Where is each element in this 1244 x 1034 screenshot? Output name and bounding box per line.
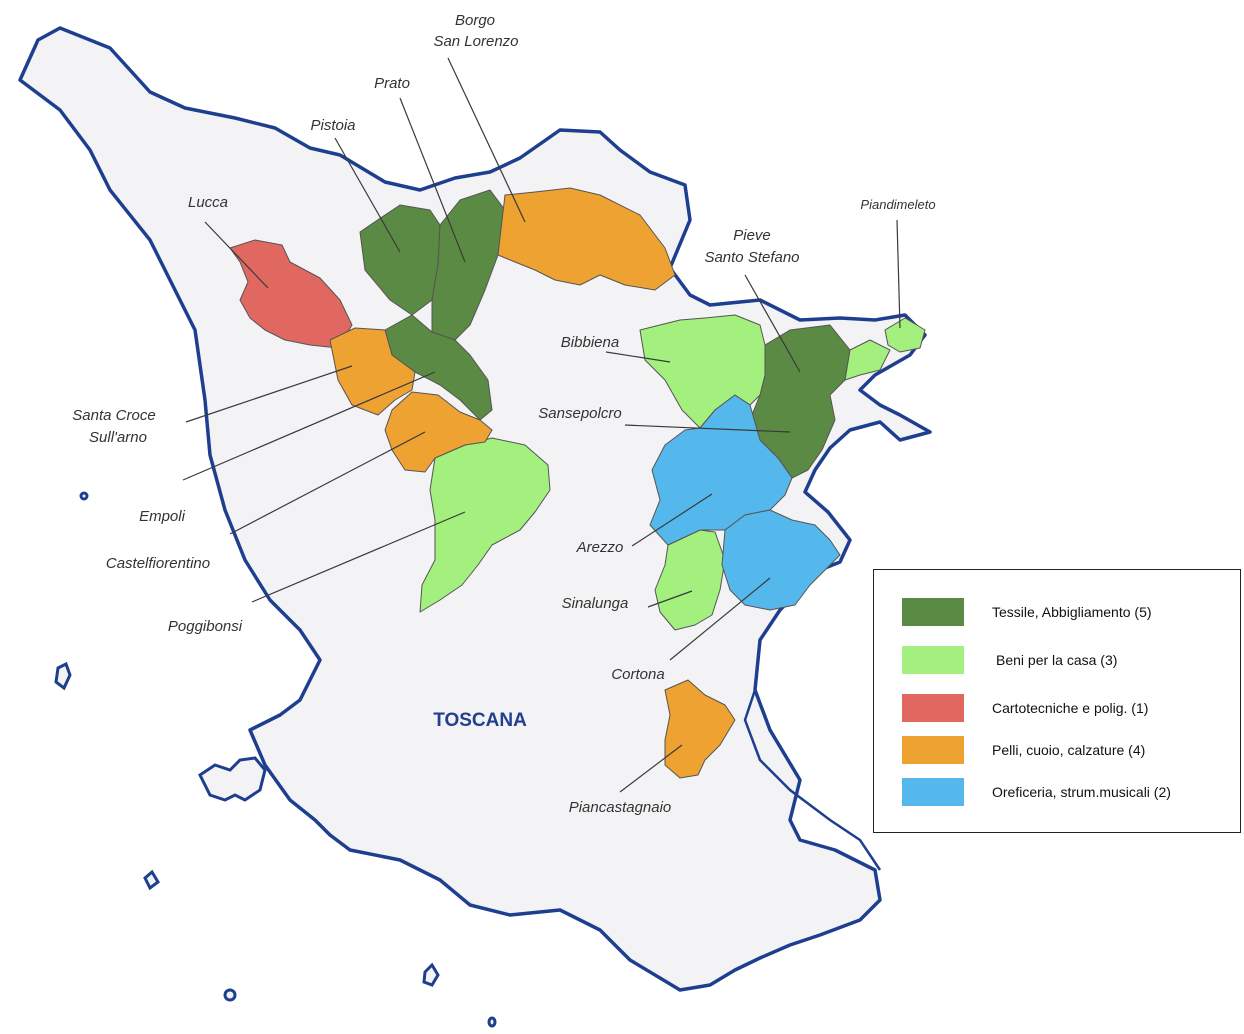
leader-sansepolcro [624, 424, 791, 433]
label-sull-arno: Sull'arno [89, 429, 147, 446]
district-prato [431, 189, 506, 341]
legend-label-tessile: Tessile, Abbigliamento (5) [992, 604, 1152, 620]
legend-item-casa: Beni per la casa (3) [902, 646, 1117, 674]
label-sinalunga: Sinalunga [562, 595, 629, 612]
leader-arezzo [631, 493, 713, 547]
district-bibbiena [639, 314, 766, 429]
legend-swatch-orefic [902, 778, 964, 806]
label-pistoia: Pistoia [310, 117, 355, 134]
legend-label-carto: Cartotecniche e polig. (1) [992, 700, 1149, 716]
label-empoli: Empoli [139, 508, 186, 525]
district-arezzo [649, 394, 793, 546]
legend-label-orefic: Oreficeria, strum.musicali (2) [992, 784, 1171, 800]
label-piandimeleto: Piandimeleto [860, 197, 935, 212]
label-lucca: Lucca [188, 194, 228, 211]
leader-bibbiena [605, 351, 671, 363]
label-poggibonsi: Poggibonsi [168, 618, 243, 635]
leader-borgo [447, 57, 526, 223]
leader-lucca [204, 221, 269, 289]
label-santa-croce: Santa Croce [72, 407, 155, 424]
island-giannutri [487, 1016, 497, 1028]
island-pianosa [143, 869, 160, 891]
leader-pieve [744, 274, 801, 373]
label-arezzo: Arezzo [576, 539, 624, 556]
district-lucca [229, 239, 353, 349]
label-piancastagnaio: Piancastagnaio [569, 799, 672, 816]
label-sansepolcro: Sansepolcro [538, 405, 621, 422]
legend-swatch-tessile [902, 598, 964, 626]
district-poggibonsi [419, 437, 551, 613]
legend-label-pelli: Pelli, cuoio, calzature (4) [992, 742, 1146, 758]
label-prato: Prato [374, 75, 410, 92]
legend-label-casa: Beni per la casa (3) [996, 652, 1118, 668]
district-borgo-san-lorenzo [497, 187, 676, 291]
district-piandimeleto [884, 317, 926, 353]
district-pieve-santo-stefano [749, 324, 851, 479]
leader-pistoia [334, 137, 401, 253]
leader-santa-croce [185, 365, 353, 423]
leader-poggibonsi [251, 511, 466, 603]
district-cortona [721, 509, 841, 611]
district-sinalunga [654, 529, 726, 631]
leader-prato [399, 97, 466, 263]
label-cortona: Cortona [611, 666, 664, 683]
label-pieve: Pieve [733, 227, 771, 244]
leader-piancastagnaio [619, 744, 683, 793]
legend-item-carto: Cartotecniche e polig. (1) [902, 694, 1148, 722]
label-bibbiena: Bibbiena [561, 334, 619, 351]
legend-swatch-pelli [902, 736, 964, 764]
island-elba [198, 756, 267, 802]
district-piancastagnaio [664, 679, 736, 779]
legend: Tessile, Abbigliamento (5) Beni per la c… [873, 569, 1241, 833]
district-casa-east [844, 339, 891, 381]
leader-empoli [182, 371, 436, 481]
legend-item-orefic: Oreficeria, strum.musicali (2) [902, 778, 1171, 806]
label-castelfiorentino: Castelfiorentino [106, 555, 210, 572]
legend-item-tessile: Tessile, Abbigliamento (5) [902, 598, 1152, 626]
legend-swatch-casa [902, 646, 964, 674]
region-title: TOSCANA [433, 710, 527, 731]
eastern-border-line [743, 689, 882, 871]
leader-sinalunga [647, 590, 693, 608]
island-montecristo [223, 988, 237, 1002]
district-castelfiorentino [384, 391, 493, 473]
island-giglio [422, 962, 440, 987]
legend-item-pelli: Pelli, cuoio, calzature (4) [902, 736, 1145, 764]
island-capraia [54, 661, 72, 691]
leader-cortona [669, 577, 771, 661]
leader-piandimeleto [896, 219, 901, 329]
leader-castelfiorentino [229, 431, 426, 535]
island-gorgona [79, 491, 89, 501]
label-san-lorenzo: San Lorenzo [433, 33, 518, 50]
label-borgo: Borgo [455, 12, 495, 29]
label-santo-stefano: Santo Stefano [704, 249, 799, 266]
legend-swatch-carto [902, 694, 964, 722]
district-santa-croce-pelli [329, 327, 416, 416]
